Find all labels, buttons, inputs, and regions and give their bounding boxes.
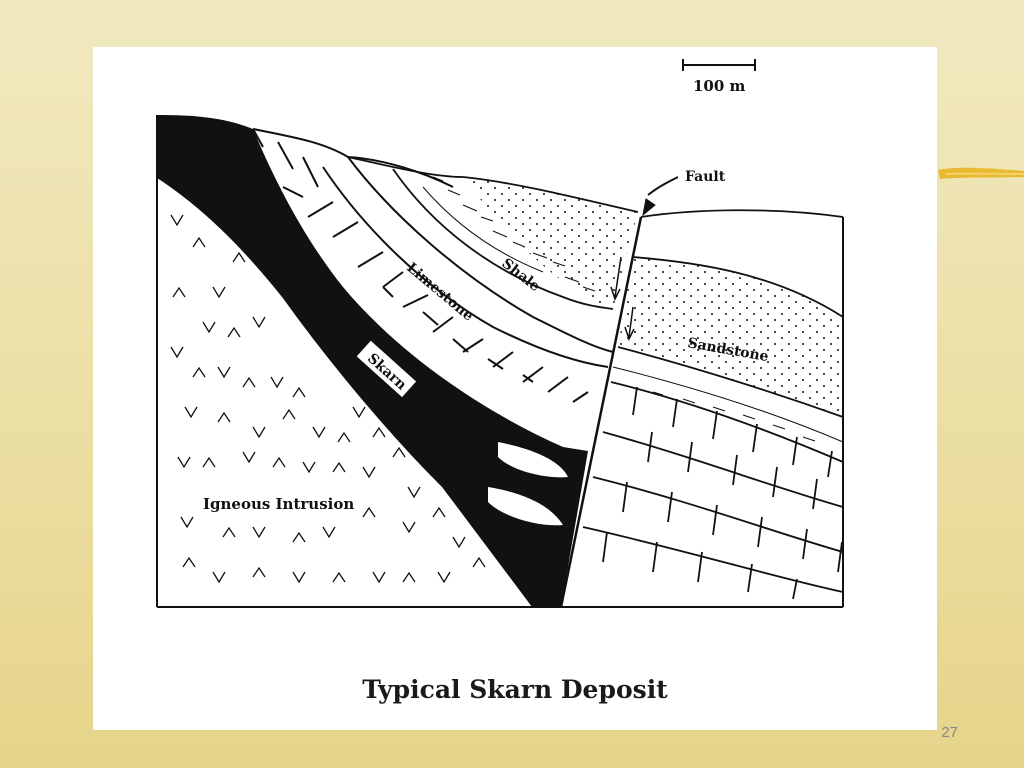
scale-bar (682, 59, 756, 71)
diagram-caption: Typical Skarn Deposit (362, 675, 668, 704)
skarn-cross-section-diagram: 100 m Fault Shale Limestone Skarn Sandst… (156, 59, 844, 608)
shale-label: Shale (499, 256, 543, 295)
lower-sandstone-fill (618, 257, 843, 417)
igneous-intrusion-area (156, 176, 534, 608)
decorative-brush-stroke (938, 167, 1024, 179)
slide-card: 100 m Fault Shale Limestone Skarn Sandst… (93, 47, 937, 730)
igneous-intrusion-label: Igneous Intrusion (203, 495, 354, 513)
slide-number: 27 (941, 724, 958, 741)
upper-sandstone-cap (463, 177, 638, 309)
limestone-label: Limestone (403, 260, 476, 325)
fault-label: Fault (685, 169, 726, 185)
scale-bar-label: 100 m (693, 77, 746, 95)
limestone-band (252, 128, 614, 403)
